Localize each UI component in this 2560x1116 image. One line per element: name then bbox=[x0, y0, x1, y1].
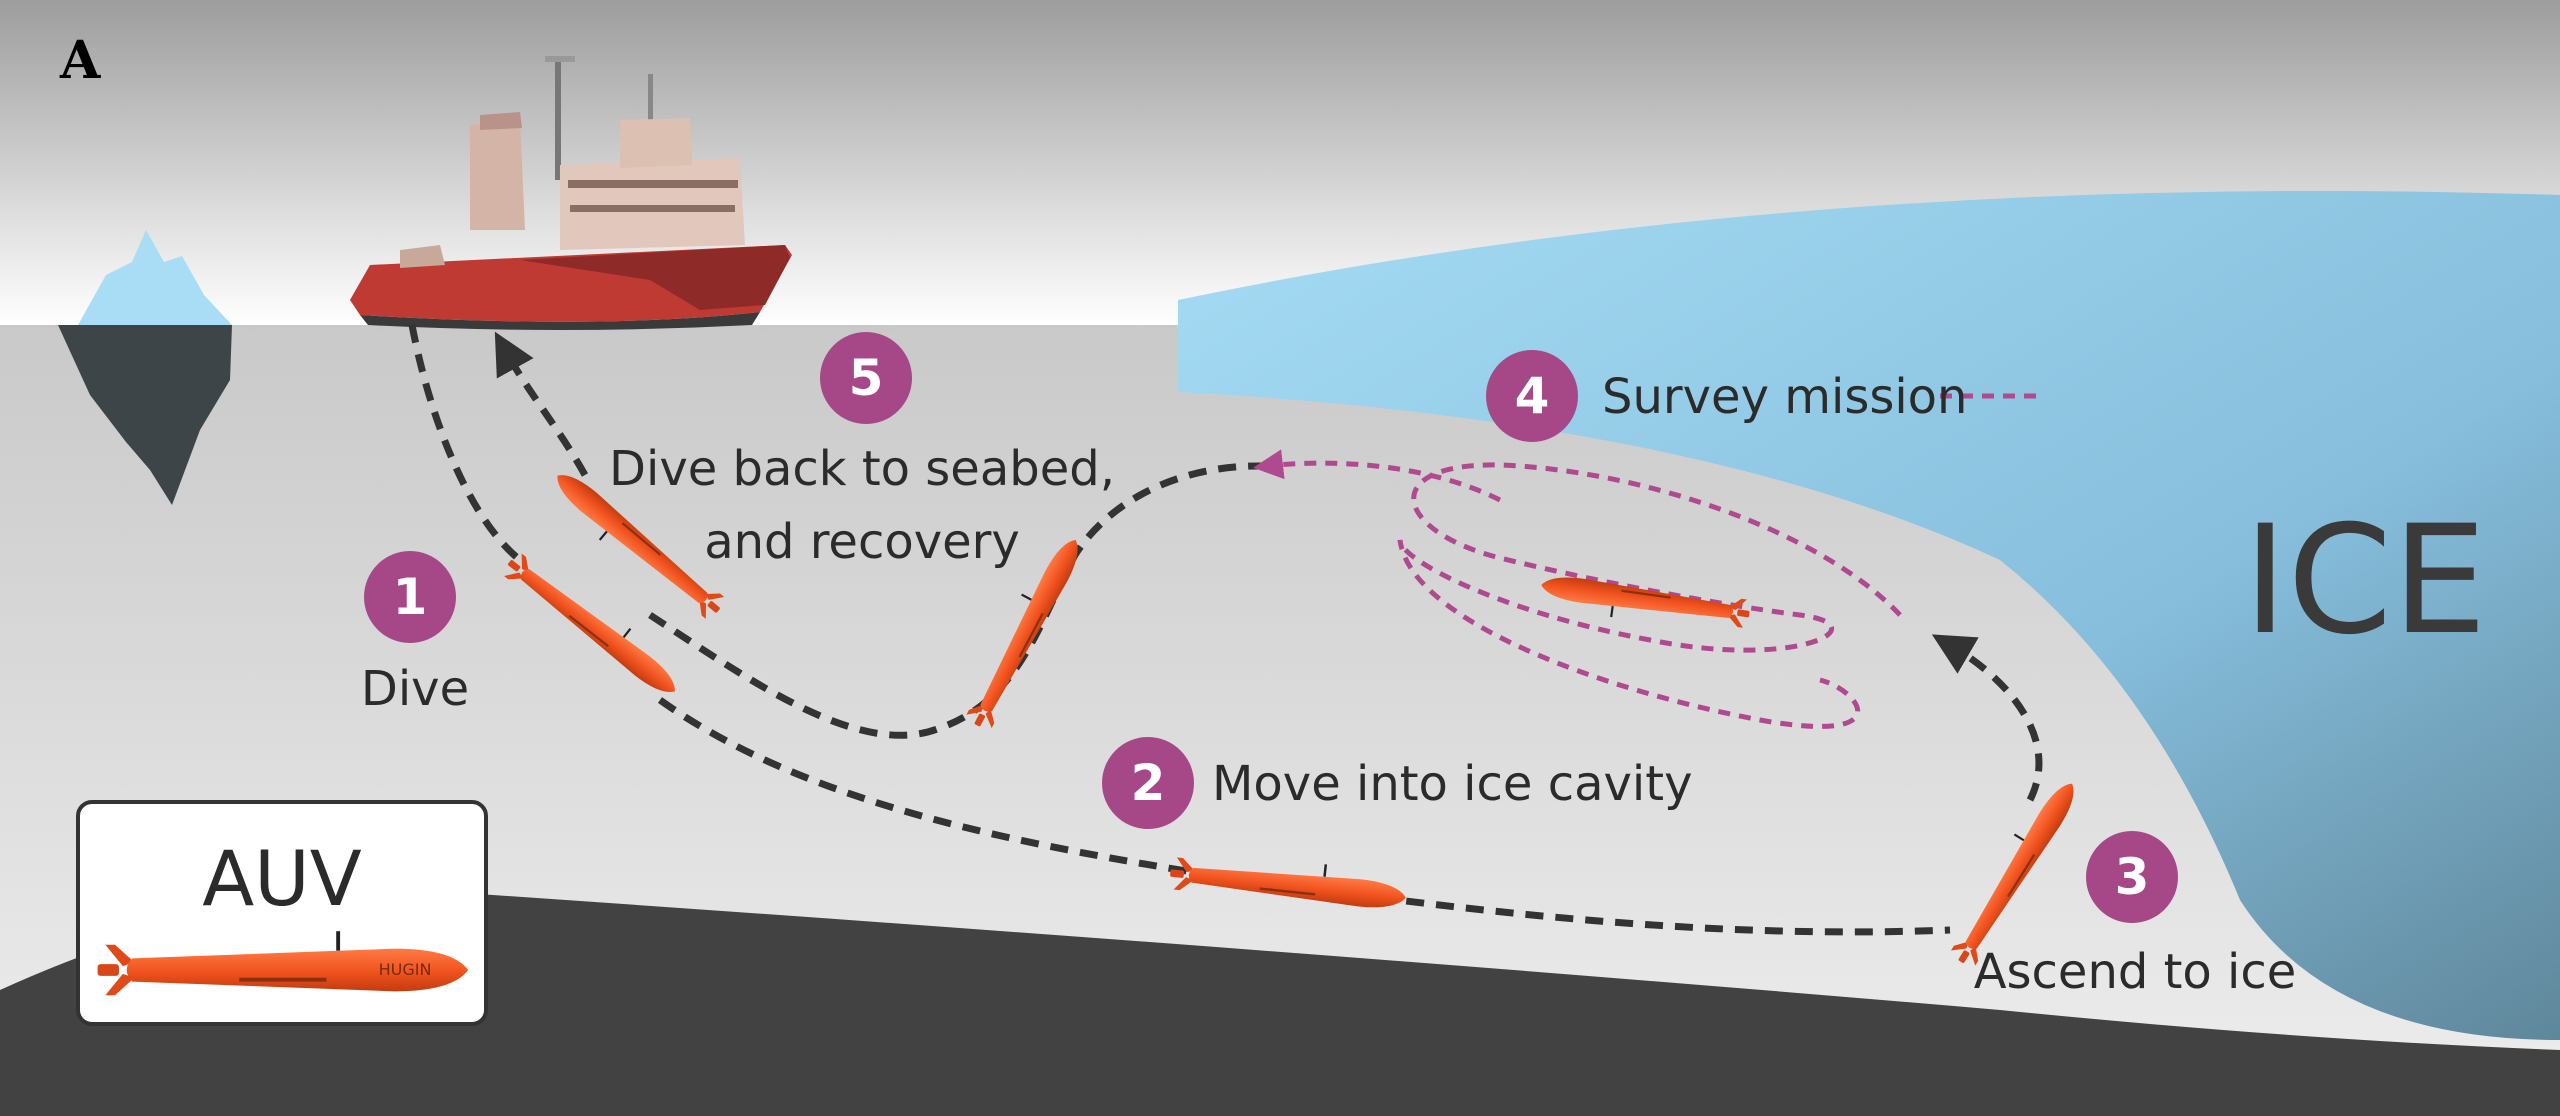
step-1-label: Dive bbox=[361, 661, 469, 717]
step-5-number: 5 bbox=[849, 349, 884, 407]
step-1: 1 Dive bbox=[361, 551, 469, 717]
step-4: 4 Survey mission bbox=[1486, 350, 1967, 442]
step-5-label-line1: Dive back to seabed, bbox=[609, 441, 1115, 497]
auv-legend-marking: HUGIN bbox=[379, 960, 432, 979]
step-3: 3 Ascend to ice bbox=[1974, 831, 2297, 1000]
ice-label: ICE bbox=[2243, 494, 2487, 668]
auv-legend: AUV HUGIN bbox=[76, 800, 488, 1026]
auv-legend-title: AUV bbox=[202, 834, 362, 923]
step-5-badge bbox=[820, 332, 912, 424]
step-4-label: Survey mission bbox=[1602, 369, 1967, 425]
survey-path bbox=[1253, 449, 1902, 729]
step-3-number: 3 bbox=[2115, 848, 2150, 906]
panel-label: A bbox=[59, 30, 101, 91]
step-2-badge bbox=[1102, 737, 1194, 829]
step-3-label: Ascend to ice bbox=[1974, 944, 2297, 1000]
step-5: 5 Dive back to seabed, and recovery bbox=[609, 332, 1115, 570]
step-1-badge bbox=[364, 551, 456, 643]
step-2-number: 2 bbox=[1131, 754, 1166, 812]
step-4-number: 4 bbox=[1515, 367, 1550, 425]
step-4-badge bbox=[1486, 350, 1578, 442]
step-2-label: Move into ice cavity bbox=[1212, 756, 1692, 812]
iceberg bbox=[58, 230, 232, 505]
step-5-label-line2: and recovery bbox=[704, 514, 1020, 570]
step-1-number: 1 bbox=[393, 568, 428, 626]
research-ship bbox=[350, 56, 792, 330]
step-2: 2 Move into ice cavity bbox=[1102, 737, 1692, 829]
seabed bbox=[0, 890, 2560, 1116]
step-3-badge bbox=[2086, 831, 2178, 923]
